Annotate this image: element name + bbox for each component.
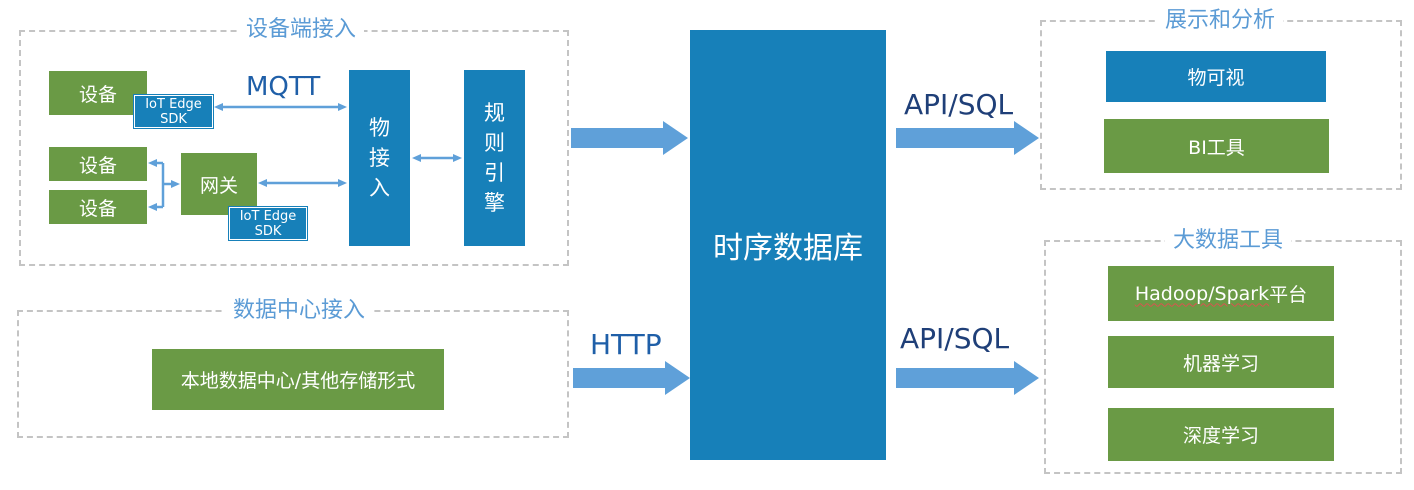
- sdk-line2: SDK: [160, 111, 187, 127]
- sdk-line2: SDK: [254, 223, 282, 239]
- http-label: HTTP: [590, 328, 662, 361]
- bi-tools-box: BI工具: [1104, 119, 1329, 173]
- device-box-3: 设备: [49, 190, 147, 224]
- hadoop-spark-text: Hadoop/Spark: [1134, 282, 1270, 305]
- deep-learning-box: 深度学习: [1108, 408, 1334, 461]
- http-arrow: [573, 361, 690, 395]
- datacenter-access-title: 数据中心接入: [224, 298, 374, 324]
- iot-edge-sdk-1: IoT Edge SDK: [133, 94, 214, 129]
- iot-edge-sdk-2: IoT Edge SDK: [228, 206, 308, 241]
- device-to-db-arrow: [571, 121, 688, 155]
- rule-engine-char: 引: [484, 161, 505, 185]
- api-sql-arrow-bottom: [896, 361, 1039, 395]
- rule-engine-char: 则: [484, 131, 505, 155]
- api-sql-label-top: API/SQL: [904, 88, 1014, 121]
- api-sql-arrow-top: [896, 121, 1039, 155]
- local-datacenter-box: 本地数据中心/其他存储形式: [152, 349, 444, 410]
- device-box-2: 设备: [49, 147, 147, 181]
- iot-access-char: 物: [369, 116, 390, 140]
- rule-engine-box: 规 则 引 擎: [464, 70, 525, 246]
- rule-engine-char: 规: [484, 101, 505, 125]
- bigdata-tools-title: 大数据工具: [1164, 228, 1292, 254]
- device-access-title: 设备端接入: [237, 17, 365, 43]
- iot-access-box: 物 接 入: [349, 70, 410, 246]
- sdk-line1: IoT Edge: [145, 96, 202, 112]
- platform-text: 平台: [1269, 284, 1308, 306]
- api-sql-label-bottom: API/SQL: [900, 322, 1010, 355]
- timeseries-db-box: 时序数据库: [690, 30, 886, 460]
- mqtt-label: MQTT: [246, 72, 321, 102]
- iot-access-char: 入: [369, 176, 390, 200]
- sdk-line1: IoT Edge: [239, 208, 297, 224]
- rule-engine-char: 擎: [484, 191, 505, 215]
- machine-learning-box: 机器学习: [1108, 336, 1334, 388]
- iot-visualization-box: 物可视: [1106, 51, 1326, 102]
- gateway-box: 网关: [181, 153, 257, 215]
- iot-access-char: 接: [369, 146, 390, 170]
- device-box-1: 设备: [49, 71, 147, 115]
- display-analysis-title: 展示和分析: [1156, 8, 1284, 34]
